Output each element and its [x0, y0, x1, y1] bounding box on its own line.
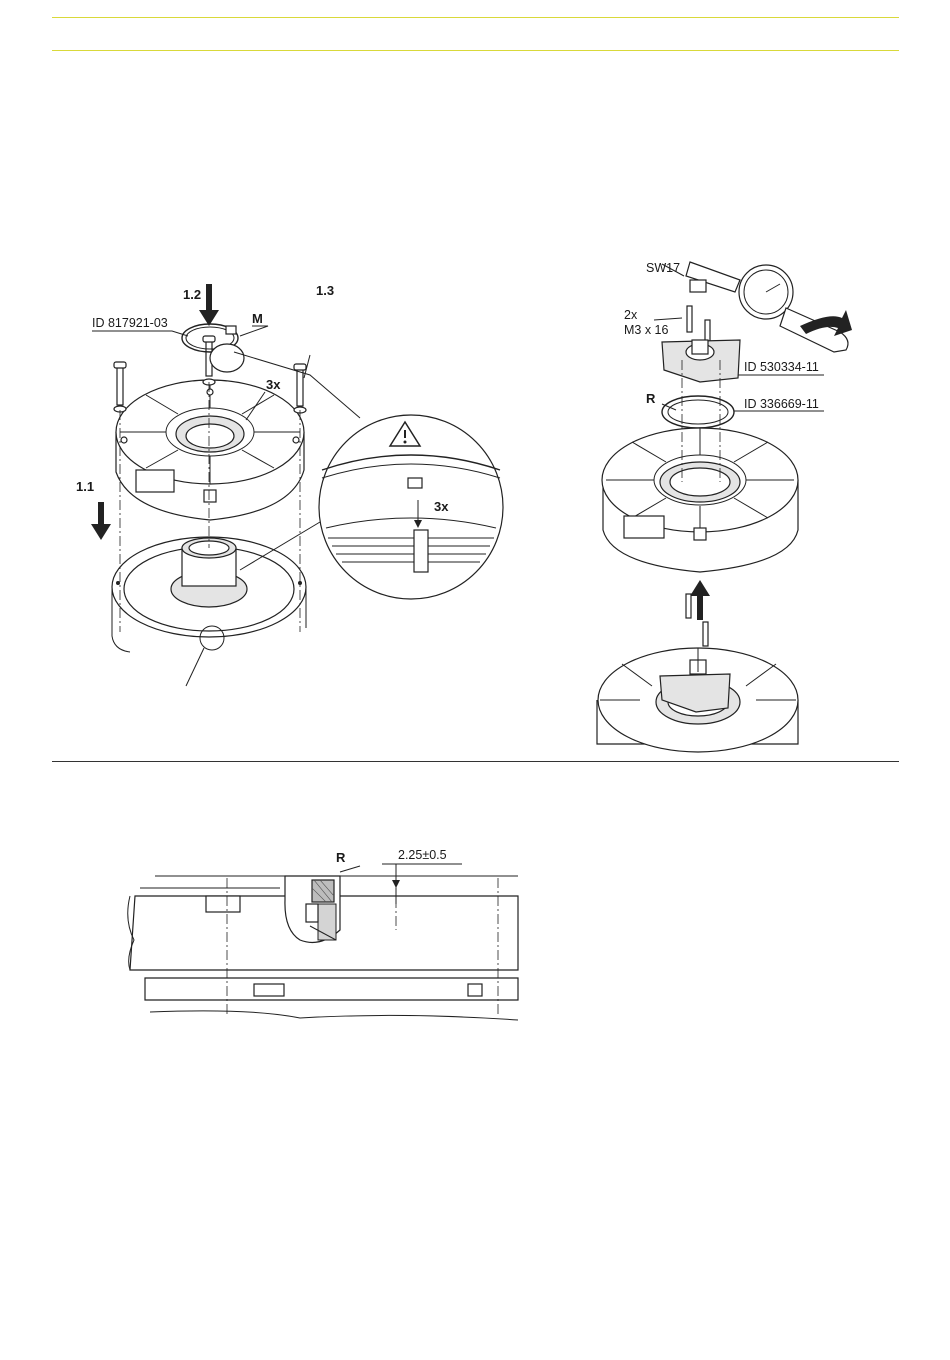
label-id-ring-tool: ID 817921-03 — [92, 316, 168, 330]
fixture-tool — [662, 340, 740, 382]
arrow-1-1 — [91, 502, 111, 540]
label-step-1-2: 1.2 — [183, 287, 201, 302]
arrow-1-2 — [199, 284, 219, 326]
label-dimension: 2.25±0.5 — [398, 848, 447, 862]
label-wrench-size: SW17 — [646, 261, 680, 275]
label-r: R — [646, 391, 656, 406]
label-step-1-1: 1.1 — [76, 479, 94, 494]
left-assembly-illustration — [91, 284, 503, 686]
label-screw-spec: M3 x 16 — [624, 323, 669, 337]
label-m: M — [252, 311, 263, 326]
encoder-body — [116, 380, 304, 520]
label-step-1-3: 1.3 — [316, 283, 334, 298]
label-id-fixture: ID 530334-11 — [744, 360, 819, 374]
arrow-up — [690, 580, 710, 620]
label-count-screws: 3x — [266, 377, 281, 392]
clamp-ring — [182, 324, 244, 372]
lower-encoder-body — [597, 648, 798, 752]
detail-circle — [319, 415, 503, 599]
section-drawing — [128, 864, 518, 1020]
upper-encoder-body — [602, 428, 798, 572]
label-id-ring: ID 336669-11 — [744, 397, 819, 411]
label-count-detail: 3x — [434, 499, 449, 514]
ring-r — [662, 396, 734, 428]
label-screw-count: 2x — [624, 308, 638, 322]
label-section-r: R — [336, 850, 346, 865]
torque-wrench — [686, 262, 852, 352]
base-housing — [112, 537, 306, 652]
